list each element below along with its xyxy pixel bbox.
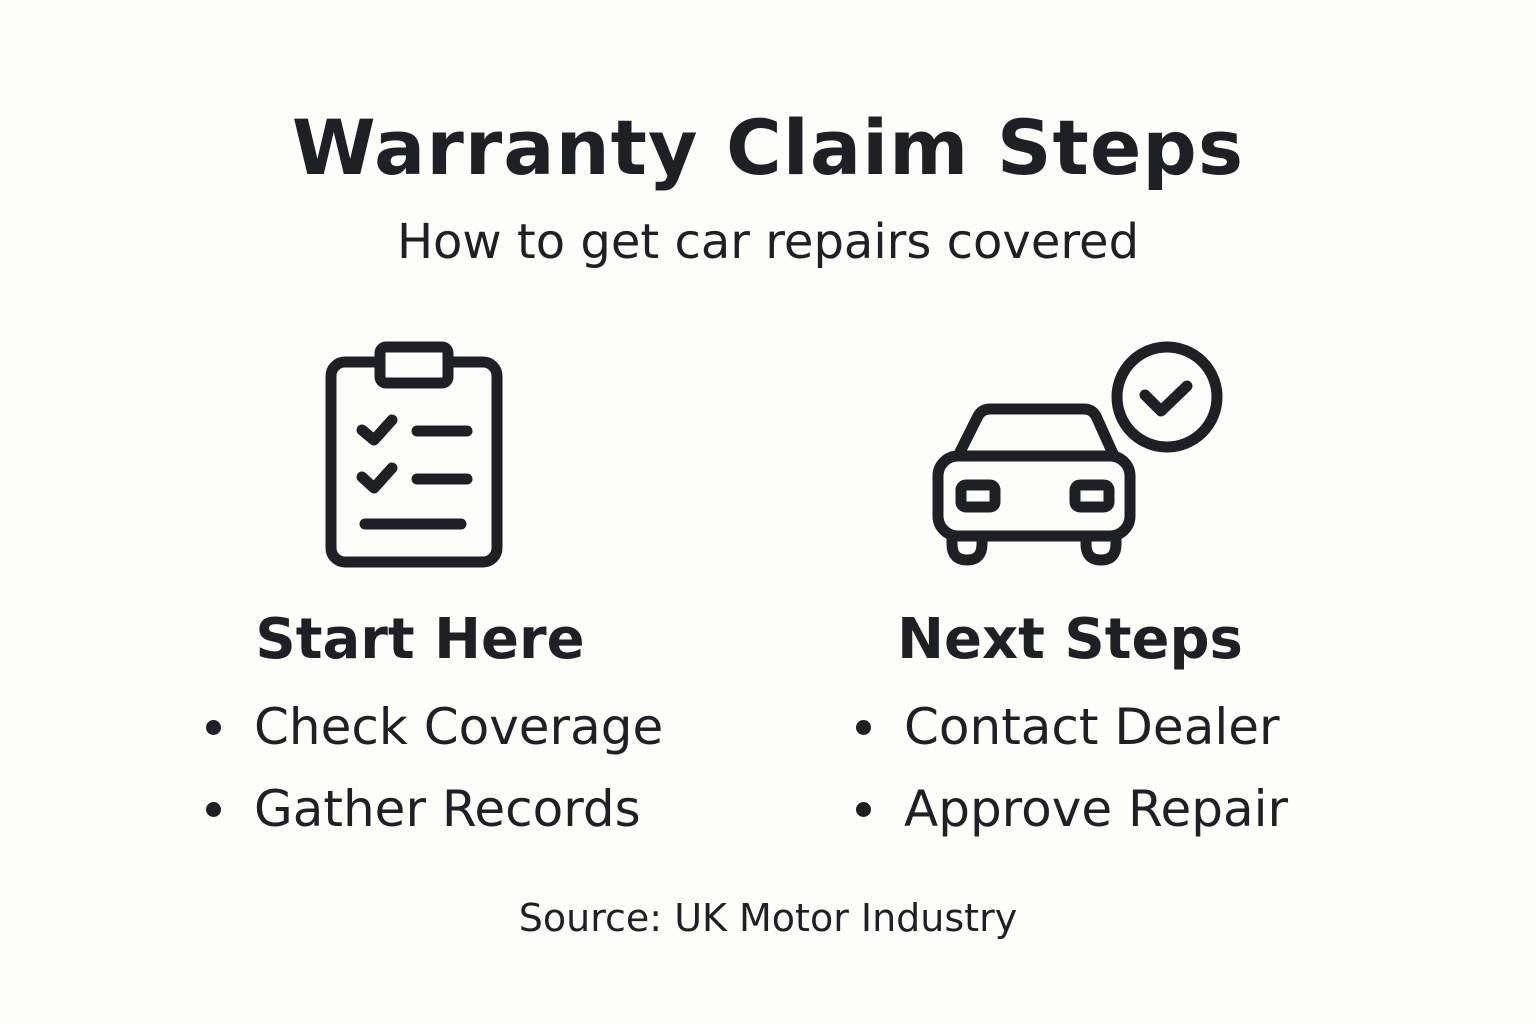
bullet-list-start: Check Coverage Gather Records <box>206 686 663 850</box>
page-title: Warranty Claim Steps <box>291 103 1245 192</box>
list-item: Approve Repair <box>856 768 1288 850</box>
list-item: Gather Records <box>206 768 663 850</box>
page-subtitle: How to get car repairs covered <box>396 214 1140 270</box>
bullet-icon <box>856 719 871 735</box>
list-item: Check Coverage <box>206 686 663 768</box>
bullet-list-next: Contact Dealer Approve Repair <box>856 686 1288 850</box>
column-heading-next: Next Steps <box>897 607 1243 672</box>
bullet-icon <box>856 801 871 817</box>
source-caption: Source: UK Motor Industry <box>518 896 1018 940</box>
bullet-icon <box>206 719 221 735</box>
list-item: Contact Dealer <box>856 686 1288 768</box>
column-heading-start: Start Here <box>255 607 585 672</box>
car-approved-icon <box>930 338 1230 574</box>
bullet-icon <box>206 801 221 817</box>
clipboard-checklist-icon <box>322 340 506 572</box>
